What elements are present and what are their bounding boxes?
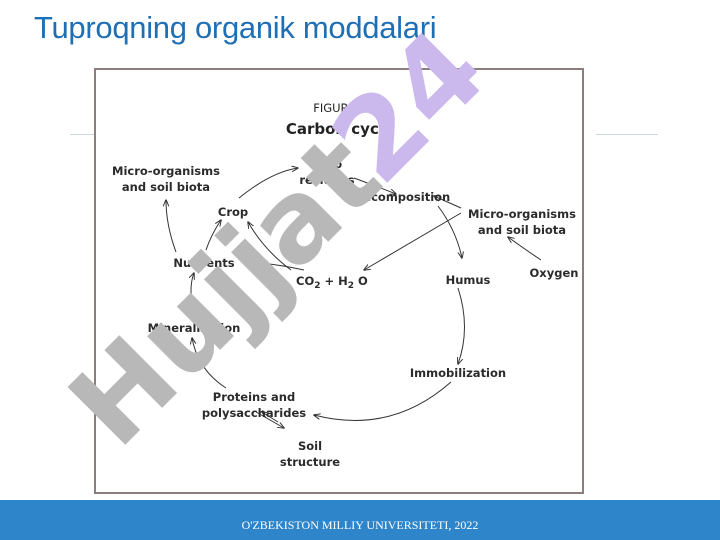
arrow-microorganisms-to-decomposition (434, 196, 462, 209)
node-crop-residues-line2: residues (299, 173, 354, 187)
footer-bar: O'ZBEKISTON MILLIY UNIVERSITETI, 2022 (0, 500, 720, 540)
node-soil-structure-line2: structure (280, 455, 340, 469)
footer-text: O'ZBEKISTON MILLIY UNIVERSITETI, 2022 (241, 518, 479, 532)
arrow-co2-to-crop (248, 222, 292, 271)
node-proteins-line2: polysaccharides (202, 406, 306, 420)
oxygen-atom-text: O (354, 274, 368, 288)
arrow-soil-structure-to-proteins (262, 412, 279, 423)
arrow-crop-to-residues (238, 168, 298, 199)
arrow-nutrients-to-microorganisms (166, 200, 177, 253)
node-decomposition: Decomposition (354, 190, 451, 204)
node-co2-h2o: CO2 + H2 O (296, 274, 368, 291)
node-immobilization: Immobilization (410, 366, 506, 380)
arrow-immobilization-to-proteins (314, 381, 452, 421)
h2-subscript: 2 (348, 281, 354, 291)
title-rule-right (596, 134, 658, 135)
arrow-humus-to-immobilization (458, 287, 465, 364)
plus-h2-text: + H (320, 274, 347, 288)
node-humus: Humus (446, 273, 491, 287)
node-proteins-line1: Proteins and (213, 390, 295, 404)
slide-title: Tuproqning organik moddalari (34, 10, 437, 45)
node-crop-residues-line1: Crop (312, 157, 342, 171)
arrow-decomposition-to-humus (437, 205, 462, 258)
arrow-oxygen-to-microorganisms (508, 237, 542, 261)
co2-subscript: 2 (314, 281, 320, 291)
node-nutrients: Nutrients (173, 256, 234, 270)
node-mineralization: Mineralization (148, 321, 241, 335)
arrow-microorganisms-to-co2 (364, 212, 462, 270)
carbon-cycle-figure: FIGURE 2 Carbon cycle Micro-organisms an… (94, 68, 584, 494)
figure-title: Carbon cycle (286, 120, 394, 138)
node-oxygen: Oxygen (530, 266, 579, 280)
arrow-proteins-to-mineralization (192, 338, 227, 389)
figure-label: FIGURE 2 (313, 101, 367, 115)
node-microorganisms-right-line1: Micro-organisms (468, 207, 576, 221)
arrow-co2-to-nutrients (261, 263, 305, 271)
arrow-mineralization-to-nutrients (191, 273, 194, 315)
arrow-residues-to-decomposition (353, 177, 396, 194)
arrow-nutrients-to-crop (205, 220, 221, 251)
co2-text: CO (296, 274, 314, 288)
carbon-cycle-diagram: FIGURE 2 Carbon cycle Micro-organisms an… (112, 101, 579, 469)
node-microorganisms-left-line2: and soil biota (122, 180, 210, 194)
node-crop: Crop (218, 205, 248, 219)
title-rule-left (70, 134, 94, 135)
cycle-arrows (166, 168, 542, 428)
node-soil-structure-line1: Soil (298, 439, 322, 453)
node-microorganisms-left-line1: Micro-organisms (112, 164, 220, 178)
node-microorganisms-right-line2: and soil biota (478, 223, 566, 237)
